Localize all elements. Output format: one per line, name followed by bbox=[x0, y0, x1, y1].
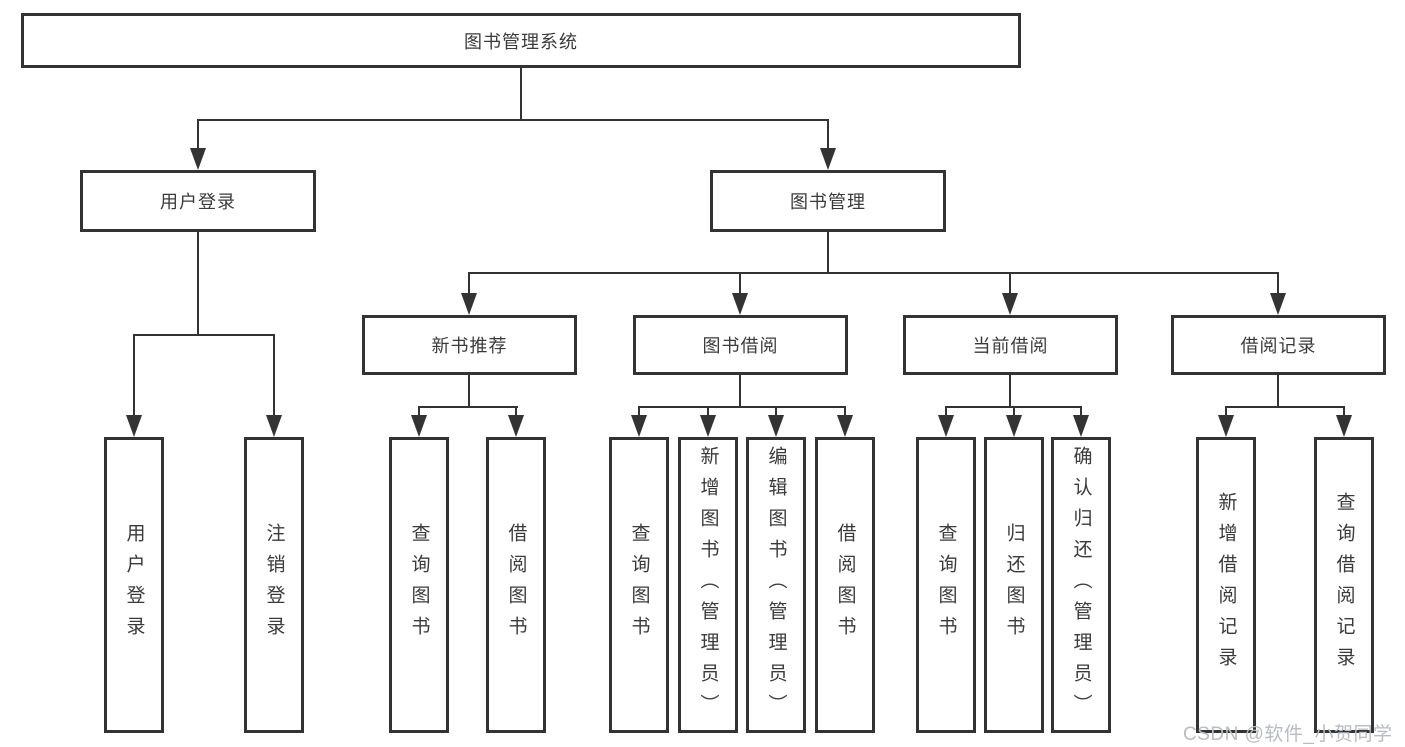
node-book-management-branch: 图书管理 bbox=[710, 170, 946, 232]
connector-drop-leaf-edit-books bbox=[775, 406, 777, 417]
connector-root-bus bbox=[197, 119, 829, 121]
connector-drop-leaf-query-borrowing bbox=[638, 406, 640, 417]
leaf-borrow-books-borrowing: 借阅图书 bbox=[815, 437, 875, 733]
connector-drop-current-borrowing bbox=[1009, 272, 1011, 295]
arrowhead-leaf-user-login bbox=[126, 415, 142, 437]
connector-drop-leaf-borrow-recommend bbox=[515, 406, 517, 417]
connector-drop-book-management bbox=[827, 119, 829, 150]
arrowhead-book-borrowing bbox=[732, 293, 748, 315]
node-label: 新书推荐 bbox=[431, 336, 508, 356]
leaf-add-borrow-record: 新增借阅记录 bbox=[1196, 437, 1256, 733]
arrowhead-leaf-borrow-recommend bbox=[508, 415, 524, 437]
arrowhead-leaf-query-record bbox=[1336, 415, 1352, 437]
node-label: 查询图书 bbox=[628, 523, 650, 647]
node-label: 注销登录 bbox=[263, 523, 285, 647]
connector-drop-leaf-add-books bbox=[707, 406, 709, 417]
arrowhead-leaf-return-books bbox=[1006, 415, 1022, 437]
arrowhead-new-book-recommend bbox=[461, 293, 477, 315]
connector-borrowing-records-bus bbox=[1225, 406, 1345, 408]
arrowhead-leaf-query-current bbox=[938, 415, 954, 437]
leaf-query-books-recommend: 查询图书 bbox=[389, 437, 449, 733]
node-label: 确认归还（管理员） bbox=[1070, 445, 1092, 725]
node-label: 当前借阅 bbox=[972, 336, 1049, 356]
node-label: 查询图书 bbox=[408, 523, 430, 647]
node-label: 新增借阅记录 bbox=[1215, 492, 1237, 678]
node-label: 查询借阅记录 bbox=[1333, 492, 1355, 678]
node-book-borrowing: 图书借阅 bbox=[633, 315, 848, 375]
connector-drop-leaf-query-record bbox=[1343, 406, 1345, 417]
leaf-add-books-admin: 新增图书（管理员） bbox=[678, 437, 738, 733]
arrowhead-leaf-borrow-borrowing bbox=[837, 415, 853, 437]
connector-drop-leaf-logout bbox=[273, 334, 275, 417]
connector-drop-leaf-query-recommend bbox=[418, 406, 420, 417]
connector-drop-leaf-add-record bbox=[1225, 406, 1227, 417]
node-label: 借阅图书 bbox=[834, 523, 856, 647]
connector-drop-new-book-recommend bbox=[468, 272, 470, 295]
connector-drop-leaf-user-login bbox=[133, 334, 135, 417]
node-new-book-recommend: 新书推荐 bbox=[362, 315, 577, 375]
connector-user-login-bus bbox=[133, 334, 275, 336]
node-label: 图书借阅 bbox=[702, 336, 779, 356]
arrowhead-borrowing-records bbox=[1270, 293, 1286, 315]
connector-user-login-stem bbox=[197, 232, 199, 336]
connector-new-book-recommend-bus bbox=[418, 406, 518, 408]
connector-new-book-recommend-stem bbox=[468, 375, 470, 408]
arrowhead-leaf-add-books bbox=[700, 415, 716, 437]
leaf-logout: 注销登录 bbox=[244, 437, 304, 733]
connector-drop-leaf-confirm-return bbox=[1080, 406, 1082, 417]
connector-drop-user-login bbox=[197, 119, 199, 150]
node-borrowing-records: 借阅记录 bbox=[1171, 315, 1386, 375]
arrowhead-leaf-logout bbox=[266, 415, 282, 437]
node-label: 借阅记录 bbox=[1240, 336, 1317, 356]
arrowhead-leaf-edit-books bbox=[768, 415, 784, 437]
node-label: 图书管理 bbox=[790, 192, 866, 212]
node-label: 图书管理系统 bbox=[464, 31, 578, 52]
arrowhead-user-login bbox=[190, 148, 206, 170]
arrowhead-leaf-query-recommend bbox=[411, 415, 427, 437]
node-label: 编辑图书（管理员） bbox=[765, 445, 787, 725]
node-root-library-system: 图书管理系统 bbox=[21, 13, 1021, 68]
leaf-borrow-books-recommend: 借阅图书 bbox=[486, 437, 546, 733]
leaf-query-borrow-record: 查询借阅记录 bbox=[1314, 437, 1374, 733]
connector-drop-leaf-borrow-borrowing bbox=[844, 406, 846, 417]
leaf-return-books: 归还图书 bbox=[984, 437, 1044, 733]
connector-drop-leaf-query-current bbox=[945, 406, 947, 417]
connector-drop-book-borrowing bbox=[739, 272, 741, 295]
leaf-edit-books-admin: 编辑图书（管理员） bbox=[746, 437, 806, 733]
arrowhead-current-borrowing bbox=[1002, 293, 1018, 315]
connector-book-management-stem bbox=[827, 232, 829, 274]
leaf-confirm-return-admin: 确认归还（管理员） bbox=[1051, 437, 1111, 733]
connector-current-borrowing-stem bbox=[1009, 375, 1011, 408]
connector-borrowing-records-stem bbox=[1277, 375, 1279, 408]
node-label: 查询图书 bbox=[935, 523, 957, 647]
connector-drop-leaf-return-books bbox=[1013, 406, 1015, 417]
arrowhead-leaf-confirm-return bbox=[1073, 415, 1089, 437]
leaf-query-books-current: 查询图书 bbox=[916, 437, 976, 733]
connector-book-borrowing-stem bbox=[739, 375, 741, 408]
node-current-borrowing: 当前借阅 bbox=[903, 315, 1118, 375]
node-label: 新增图书（管理员） bbox=[697, 445, 719, 725]
connector-book-borrowing-bus bbox=[638, 406, 846, 408]
node-label: 归还图书 bbox=[1003, 523, 1025, 647]
connector-book-management-bus bbox=[468, 272, 1279, 274]
connector-root-stem bbox=[520, 68, 522, 120]
leaf-user-login: 用户登录 bbox=[104, 437, 164, 733]
arrowhead-leaf-add-record bbox=[1218, 415, 1234, 437]
csdn-watermark: CSDN @软件_小贺同学 bbox=[1183, 724, 1393, 745]
arrowhead-book-management bbox=[820, 148, 836, 170]
node-label: 借阅图书 bbox=[505, 523, 527, 647]
node-label: 用户登录 bbox=[160, 192, 236, 212]
node-user-login-branch: 用户登录 bbox=[80, 170, 316, 232]
connector-drop-borrowing-records bbox=[1277, 272, 1279, 295]
leaf-query-books-borrowing: 查询图书 bbox=[609, 437, 669, 733]
node-label: 用户登录 bbox=[123, 523, 145, 647]
arrowhead-leaf-query-borrowing bbox=[631, 415, 647, 437]
